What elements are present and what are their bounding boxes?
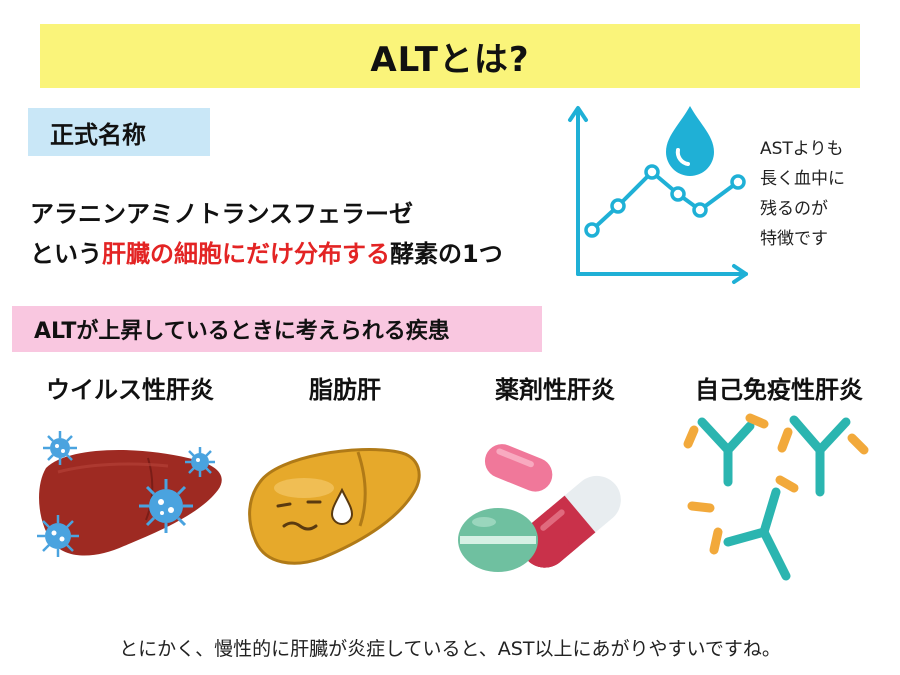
liver-virus-icon [28, 428, 238, 578]
official-name-text: アラニンアミノトランスフェラーゼ という肝臓の細胞にだけ分布する酵素の1つ [30, 194, 503, 274]
virus-icon [43, 431, 77, 465]
antibody-teal-icon [723, 487, 791, 581]
disease-drug-induced-hepatitis: 薬剤性肝炎 [495, 376, 615, 404]
virus-icon [37, 515, 79, 557]
line-graph-icon [568, 106, 748, 284]
virus-icon [139, 479, 193, 533]
official-name-line1: アラニンアミノトランスフェラーゼ [30, 200, 414, 228]
line2-suffix: 酵素の1つ [390, 240, 503, 268]
disease-autoimmune-hepatitis: 自己免疫性肝炎 [695, 376, 863, 404]
sweat-drop-icon [330, 487, 354, 525]
title-banner: ALTとは? [40, 24, 860, 88]
page-title: ALTとは? [370, 39, 530, 80]
disease-fatty-liver: 脂肪肝 [309, 376, 381, 404]
line2-prefix: という [30, 240, 102, 268]
antibody-icon [680, 410, 880, 585]
disease-viral-hepatitis: ウイルス性肝炎 [46, 376, 214, 404]
footer-note: とにかく、慢性的に肝臓が炎症していると、AST以上にあがりやすいですね。 [119, 638, 781, 660]
antibody-teal-icon [697, 417, 755, 487]
line2-highlight: 肝臓の細胞にだけ分布する [102, 240, 390, 268]
blood-chart-illustration [562, 96, 758, 286]
side-note-line: 長く血中に [760, 169, 845, 189]
antibody-teal-icon [789, 415, 851, 497]
tablet-green-icon [458, 508, 538, 572]
side-note-line: 特徴です [760, 229, 828, 249]
official-name-label: 正式名称 [28, 108, 210, 156]
official-name-line2: という肝臓の細胞にだけ分布する酵素の1つ [30, 234, 503, 274]
capsule-pink-icon [484, 444, 553, 492]
blood-drop-icon [666, 106, 714, 176]
diseases-label: ALTが上昇しているときに考えられる疾患 [12, 306, 542, 352]
virus-icon [185, 447, 215, 477]
side-note-line: 残るのが [760, 199, 828, 219]
side-note-line: ASTよりも [760, 139, 844, 159]
side-note: ASTよりも 長く血中に 残るのが 特徴です [760, 134, 890, 254]
pills-icon [452, 430, 652, 580]
fatty-liver-icon [238, 430, 428, 580]
